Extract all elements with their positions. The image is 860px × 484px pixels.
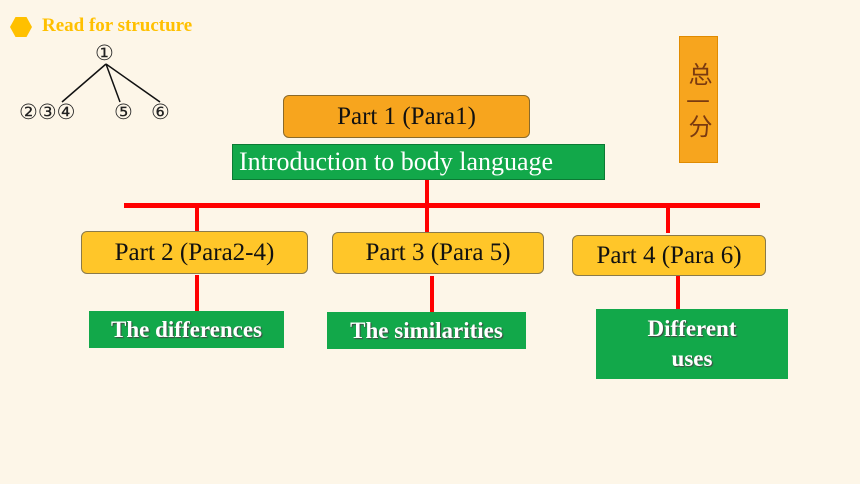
tree-branch-mid [105, 63, 121, 103]
connector-part4-desc [676, 276, 680, 309]
section-title: Read for structure [42, 15, 193, 36]
part4-description-box: Different uses [596, 309, 788, 379]
tree-root-label: ① [95, 41, 114, 65]
part1-description: Introduction to body language [239, 147, 554, 176]
tree-branch-left [61, 63, 107, 103]
part4-description-line1: Different [647, 316, 737, 342]
connector-horizontal-bar [124, 203, 760, 208]
part3-label: Part 3 (Para 5) [365, 239, 511, 266]
tree-left-label: ②③④ [19, 100, 76, 124]
structure-type-text: 总—分 [684, 61, 712, 138]
part3-box: Part 3 (Para 5) [332, 232, 544, 274]
connector-part3-desc [430, 276, 434, 313]
part3-description: The similarities [350, 317, 503, 343]
part2-box: Part 2 (Para2-4) [81, 231, 308, 274]
part1-box: Part 1 (Para1) [283, 95, 530, 138]
part4-box: Part 4 (Para 6) [572, 235, 766, 276]
tree-right-label: ⑥ [151, 100, 170, 124]
connector-part2-desc [195, 275, 199, 313]
tree-branch-right [105, 63, 161, 103]
part4-description-line2: uses [671, 346, 713, 371]
connector-to-part2 [195, 206, 199, 233]
part2-description: The differences [111, 316, 262, 342]
hexagon-bullet-icon [10, 17, 32, 37]
connector-to-part3 [425, 206, 429, 233]
part1-description-box: Introduction to body language [232, 144, 605, 180]
part3-description-box: The similarities [327, 312, 526, 349]
part2-label: Part 2 (Para2-4) [114, 238, 275, 266]
connector-to-part4 [666, 206, 670, 233]
part1-label: Part 1 (Para1) [337, 102, 476, 130]
tree-branches [61, 63, 161, 103]
part2-description-box: The differences [89, 311, 284, 348]
tree-mid-label: ⑤ [114, 100, 133, 124]
connector-part1-down [425, 179, 429, 206]
part4-label: Part 4 (Para 6) [596, 241, 742, 269]
structure-type-label: 总—分 [679, 36, 718, 163]
